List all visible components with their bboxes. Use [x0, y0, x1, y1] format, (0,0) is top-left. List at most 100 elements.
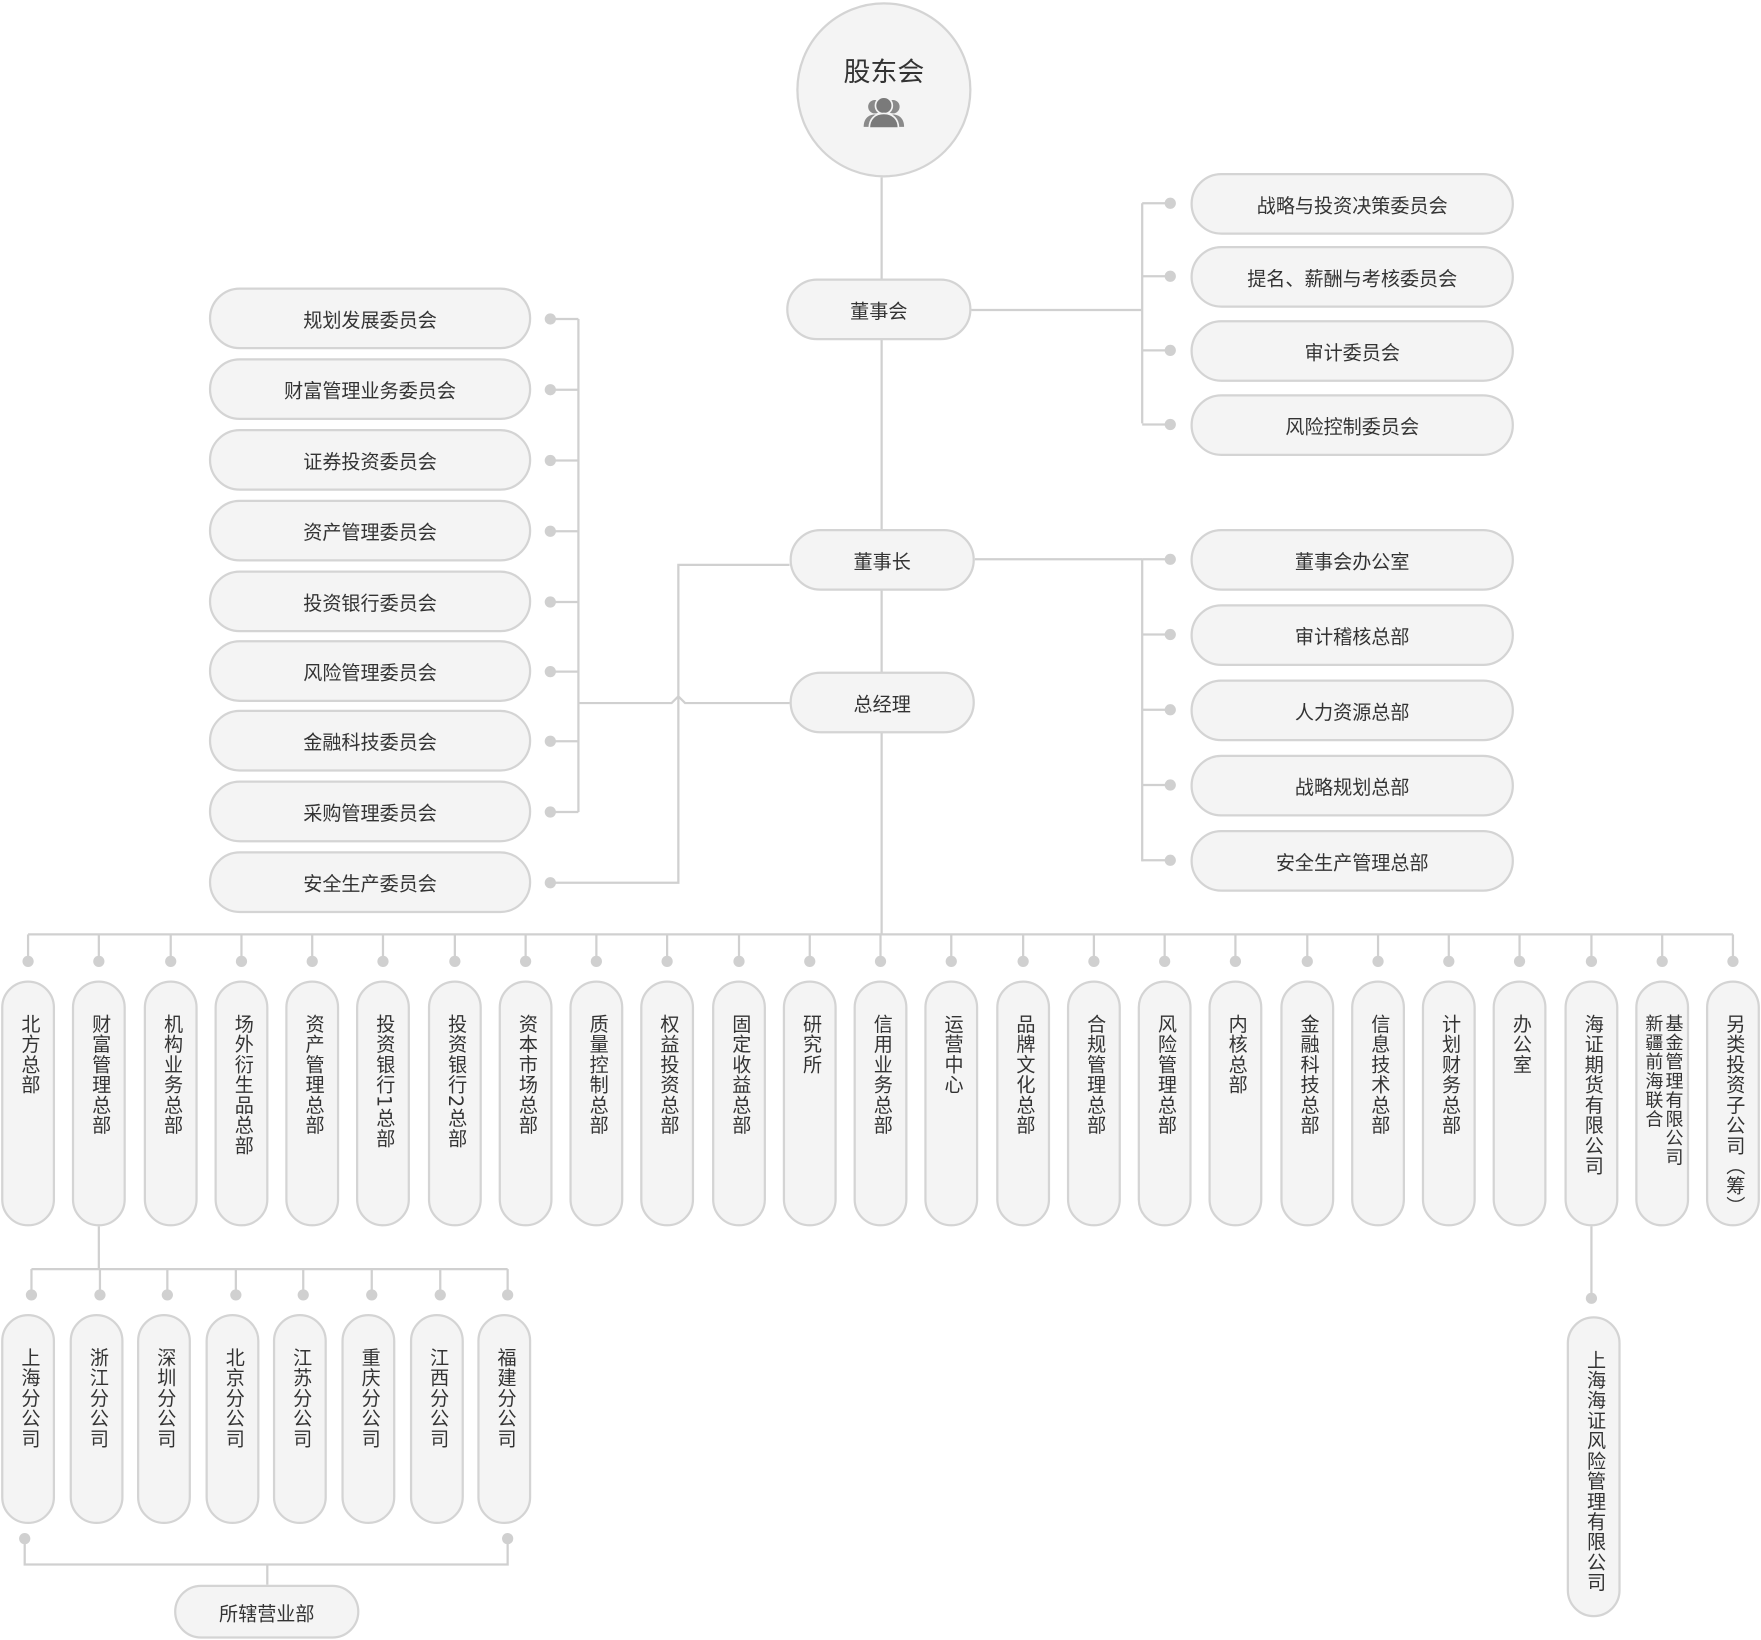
connector-dot: [1017, 955, 1029, 967]
department-node[interactable]: 研究所: [782, 980, 837, 1227]
department-node[interactable]: 固定收益总部: [712, 980, 766, 1227]
connector-dot: [165, 955, 177, 967]
branch-node[interactable]: 上海分公司: [1, 1314, 56, 1525]
connector-dot: [25, 1289, 38, 1301]
board-committee-node[interactable]: 审计委员会: [1190, 320, 1514, 382]
department-node-label: 财富管理总部: [87, 1014, 111, 1136]
department-node[interactable]: 合规管理总部: [1066, 980, 1121, 1227]
board-committee-node[interactable]: 战略与投资决策委员会: [1190, 172, 1514, 235]
department-node[interactable]: 投资银行2总部: [427, 980, 482, 1227]
department-node[interactable]: 信用业务总部: [853, 980, 908, 1227]
branch-node[interactable]: 深圳分公司: [137, 1314, 191, 1525]
department-node-label: 资产管理总部: [300, 1014, 324, 1136]
branch-node[interactable]: 江苏分公司: [272, 1314, 327, 1525]
department-label-part-1: 新疆前海联合: [1641, 1014, 1664, 1129]
branch-node[interactable]: 浙江分公司: [69, 1314, 124, 1525]
branch-node[interactable]: 江西分公司: [409, 1314, 464, 1525]
department-node-label: 研究所: [798, 1014, 821, 1075]
connector-dot: [544, 384, 556, 396]
department-node[interactable]: 资本市场总部: [498, 980, 553, 1227]
department-node[interactable]: 风险管理总部: [1137, 980, 1192, 1227]
connector-dot: [544, 877, 556, 889]
futures-risk-subsidiary-node[interactable]: 上海海证风险管理有限公司: [1566, 1316, 1621, 1618]
department-node-label: 计划财务总部: [1437, 1014, 1461, 1136]
department-node-label: 质量控制总部: [585, 1014, 608, 1136]
connector-dot: [297, 1289, 309, 1301]
branch-node[interactable]: 福建分公司: [477, 1314, 532, 1525]
chairman-department-node[interactable]: 董事会办公室: [1190, 528, 1514, 591]
department-node-label: 机构业务总部: [159, 1014, 182, 1136]
connector-dot: [544, 806, 556, 818]
gm-committee-node[interactable]: 财富管理业务委员会: [208, 358, 532, 421]
connector-dot: [1159, 955, 1171, 967]
department-node-label: 办公室: [1508, 1014, 1531, 1075]
gm-committee-node[interactable]: 投资银行委员会: [208, 570, 532, 633]
gm-committee-node[interactable]: 安全生产委员会: [208, 851, 532, 914]
chairman-department-node[interactable]: 人力资源总部: [1190, 679, 1514, 742]
department-node[interactable]: 机构业务总部: [143, 980, 198, 1227]
shareholders-meeting-label: 股东会: [843, 56, 925, 88]
branch-node-label: 江西分公司: [425, 1347, 449, 1449]
connector-dot: [590, 955, 602, 967]
department-node[interactable]: 场外衍生品总部: [214, 980, 269, 1227]
chairman-department-node[interactable]: 审计稽核总部: [1190, 604, 1514, 666]
gm-committee-node[interactable]: 采购管理委员会: [208, 780, 532, 843]
board-committee-node[interactable]: 风险控制委员会: [1190, 394, 1514, 456]
gm-committee-node[interactable]: 风险管理委员会: [208, 640, 532, 702]
branch-offices-node[interactable]: 所辖营业部: [174, 1584, 360, 1639]
department-node[interactable]: 海证期货有限公司: [1564, 980, 1619, 1227]
connector-dot: [1164, 418, 1176, 431]
gm-committee-node[interactable]: 金融科技委员会: [208, 709, 532, 772]
connector-dot: [1656, 955, 1668, 967]
department-node-label: 合规管理总部: [1082, 1014, 1106, 1136]
department-node[interactable]: 信息技术总部: [1351, 980, 1405, 1227]
connector-dot: [502, 1289, 514, 1301]
department-node[interactable]: 办公室: [1492, 980, 1547, 1227]
connector-dot: [93, 955, 105, 967]
connector-dot: [544, 596, 556, 608]
connector-dot: [1088, 955, 1100, 967]
general-manager-node[interactable]: 总经理: [789, 671, 975, 734]
branch-node-label: 北京分公司: [221, 1347, 244, 1449]
department-node[interactable]: 北方总部: [1, 980, 56, 1227]
chairman-department-node[interactable]: 安全生产管理总部: [1190, 829, 1514, 892]
shareholders-meeting-node[interactable]: 股东会: [796, 2, 972, 178]
connector-dot: [544, 735, 556, 747]
department-node[interactable]: 投资银行1总部: [356, 980, 410, 1227]
connector-dot: [161, 1289, 173, 1301]
gm-committee-node[interactable]: 规划发展委员会: [208, 287, 532, 350]
connector-dot: [1727, 955, 1739, 967]
department-node-label: 内核总部: [1224, 1014, 1247, 1096]
connector-dot: [544, 665, 556, 678]
board-committee-node[interactable]: 提名、薪酬与考核委员会: [1190, 245, 1514, 308]
gm-committee-node[interactable]: 证券投资委员会: [208, 429, 532, 491]
department-node[interactable]: 金融科技总部: [1280, 980, 1335, 1227]
connector-dot: [733, 955, 745, 967]
department-node[interactable]: 权益投资总部: [640, 980, 695, 1227]
chairman-department-node[interactable]: 战略规划总部: [1190, 754, 1514, 817]
department-node-label: 信息技术总部: [1366, 1014, 1390, 1136]
department-node[interactable]: 内核总部: [1208, 980, 1263, 1227]
department-node[interactable]: 新疆前海联合基金管理有限公司: [1635, 980, 1690, 1227]
department-node-label: 投资银行1总部: [371, 1014, 395, 1149]
department-node-label: 运营中心: [940, 1014, 963, 1096]
chairman-node[interactable]: 董事长: [789, 528, 975, 591]
department-node-label: 投资银行2总部: [443, 1014, 467, 1149]
department-node[interactable]: 财富管理总部: [71, 980, 126, 1227]
connector-dot: [1164, 344, 1176, 357]
branch-node[interactable]: 北京分公司: [205, 1314, 260, 1525]
gm-committee-node[interactable]: 资产管理委员会: [208, 499, 532, 562]
department-node[interactable]: 计划财务总部: [1421, 980, 1476, 1227]
board-node[interactable]: 董事会: [786, 278, 972, 341]
department-node[interactable]: 运营中心: [924, 980, 979, 1227]
department-node[interactable]: 质量控制总部: [569, 980, 624, 1227]
department-node-label: 权益投资总部: [655, 1014, 679, 1136]
connector-dot: [874, 955, 887, 967]
department-node[interactable]: 品牌文化总部: [996, 980, 1051, 1227]
connector-dot: [1164, 197, 1176, 209]
connector-dot: [306, 955, 318, 967]
department-node[interactable]: 另类投资子公司（筹）: [1705, 980, 1760, 1227]
department-node[interactable]: 资产管理总部: [285, 980, 340, 1227]
branch-node[interactable]: 重庆分公司: [341, 1314, 396, 1525]
